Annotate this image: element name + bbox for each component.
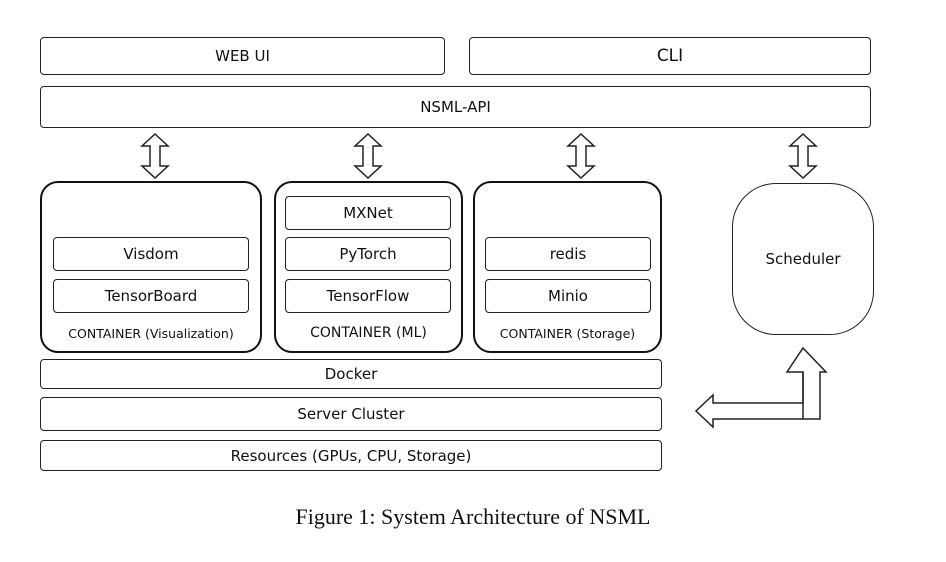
resources-label: Resources (GPUs, CPU, Storage) — [230, 446, 472, 465]
container-ml: MXNet PyTorch TensorFlow CONTAINER (ML) — [274, 181, 463, 353]
web-ui-box: WEB UI — [40, 37, 445, 75]
pytorch-box: PyTorch — [285, 237, 451, 271]
server-cluster-label: Server Cluster — [297, 405, 405, 423]
container-visualization-label: CONTAINER (Visualization) — [68, 326, 234, 341]
double-arrow-icon — [789, 133, 817, 179]
container-visualization: Visdom TensorBoard CONTAINER (Visualizat… — [40, 181, 262, 353]
server-cluster-layer: Server Cluster — [40, 397, 662, 431]
double-arrow-icon — [567, 133, 595, 179]
figure-caption: Figure 1: System Architecture of NSML — [295, 504, 651, 529]
scheduler-node: Scheduler — [732, 183, 874, 335]
docker-label: Docker — [324, 365, 378, 383]
minio-box: Minio — [485, 279, 651, 313]
tensorboard-box: TensorBoard — [53, 279, 249, 313]
bent-arrow-icon — [694, 346, 828, 429]
docker-layer: Docker — [40, 359, 662, 389]
web-ui-label: WEB UI — [215, 47, 270, 65]
minio-label: Minio — [548, 287, 588, 305]
redis-box: redis — [485, 237, 651, 271]
pytorch-label: PyTorch — [339, 245, 397, 263]
container-storage: redis Minio CONTAINER (Storage) — [473, 181, 662, 353]
container-ml-label: CONTAINER (ML) — [310, 325, 427, 341]
tensorflow-label: TensorFlow — [326, 287, 410, 305]
visdom-label: Visdom — [123, 245, 179, 263]
nsml-api-box: NSML-API — [40, 86, 871, 128]
mxnet-box: MXNet — [285, 196, 451, 230]
tensorflow-box: TensorFlow — [285, 279, 451, 313]
resources-layer: Resources (GPUs, CPU, Storage) — [40, 440, 662, 471]
double-arrow-icon — [354, 133, 382, 179]
scheduler-label: Scheduler — [765, 250, 841, 268]
nsml-api-label: NSML-API — [420, 98, 491, 116]
cli-box: CLI — [469, 37, 871, 75]
visdom-box: Visdom — [53, 237, 249, 271]
redis-label: redis — [549, 245, 587, 263]
cli-label: CLI — [656, 46, 684, 66]
mxnet-label: MXNet — [343, 204, 393, 222]
tensorboard-label: TensorBoard — [104, 287, 198, 305]
container-storage-label: CONTAINER (Storage) — [499, 326, 636, 341]
double-arrow-icon — [141, 133, 169, 179]
